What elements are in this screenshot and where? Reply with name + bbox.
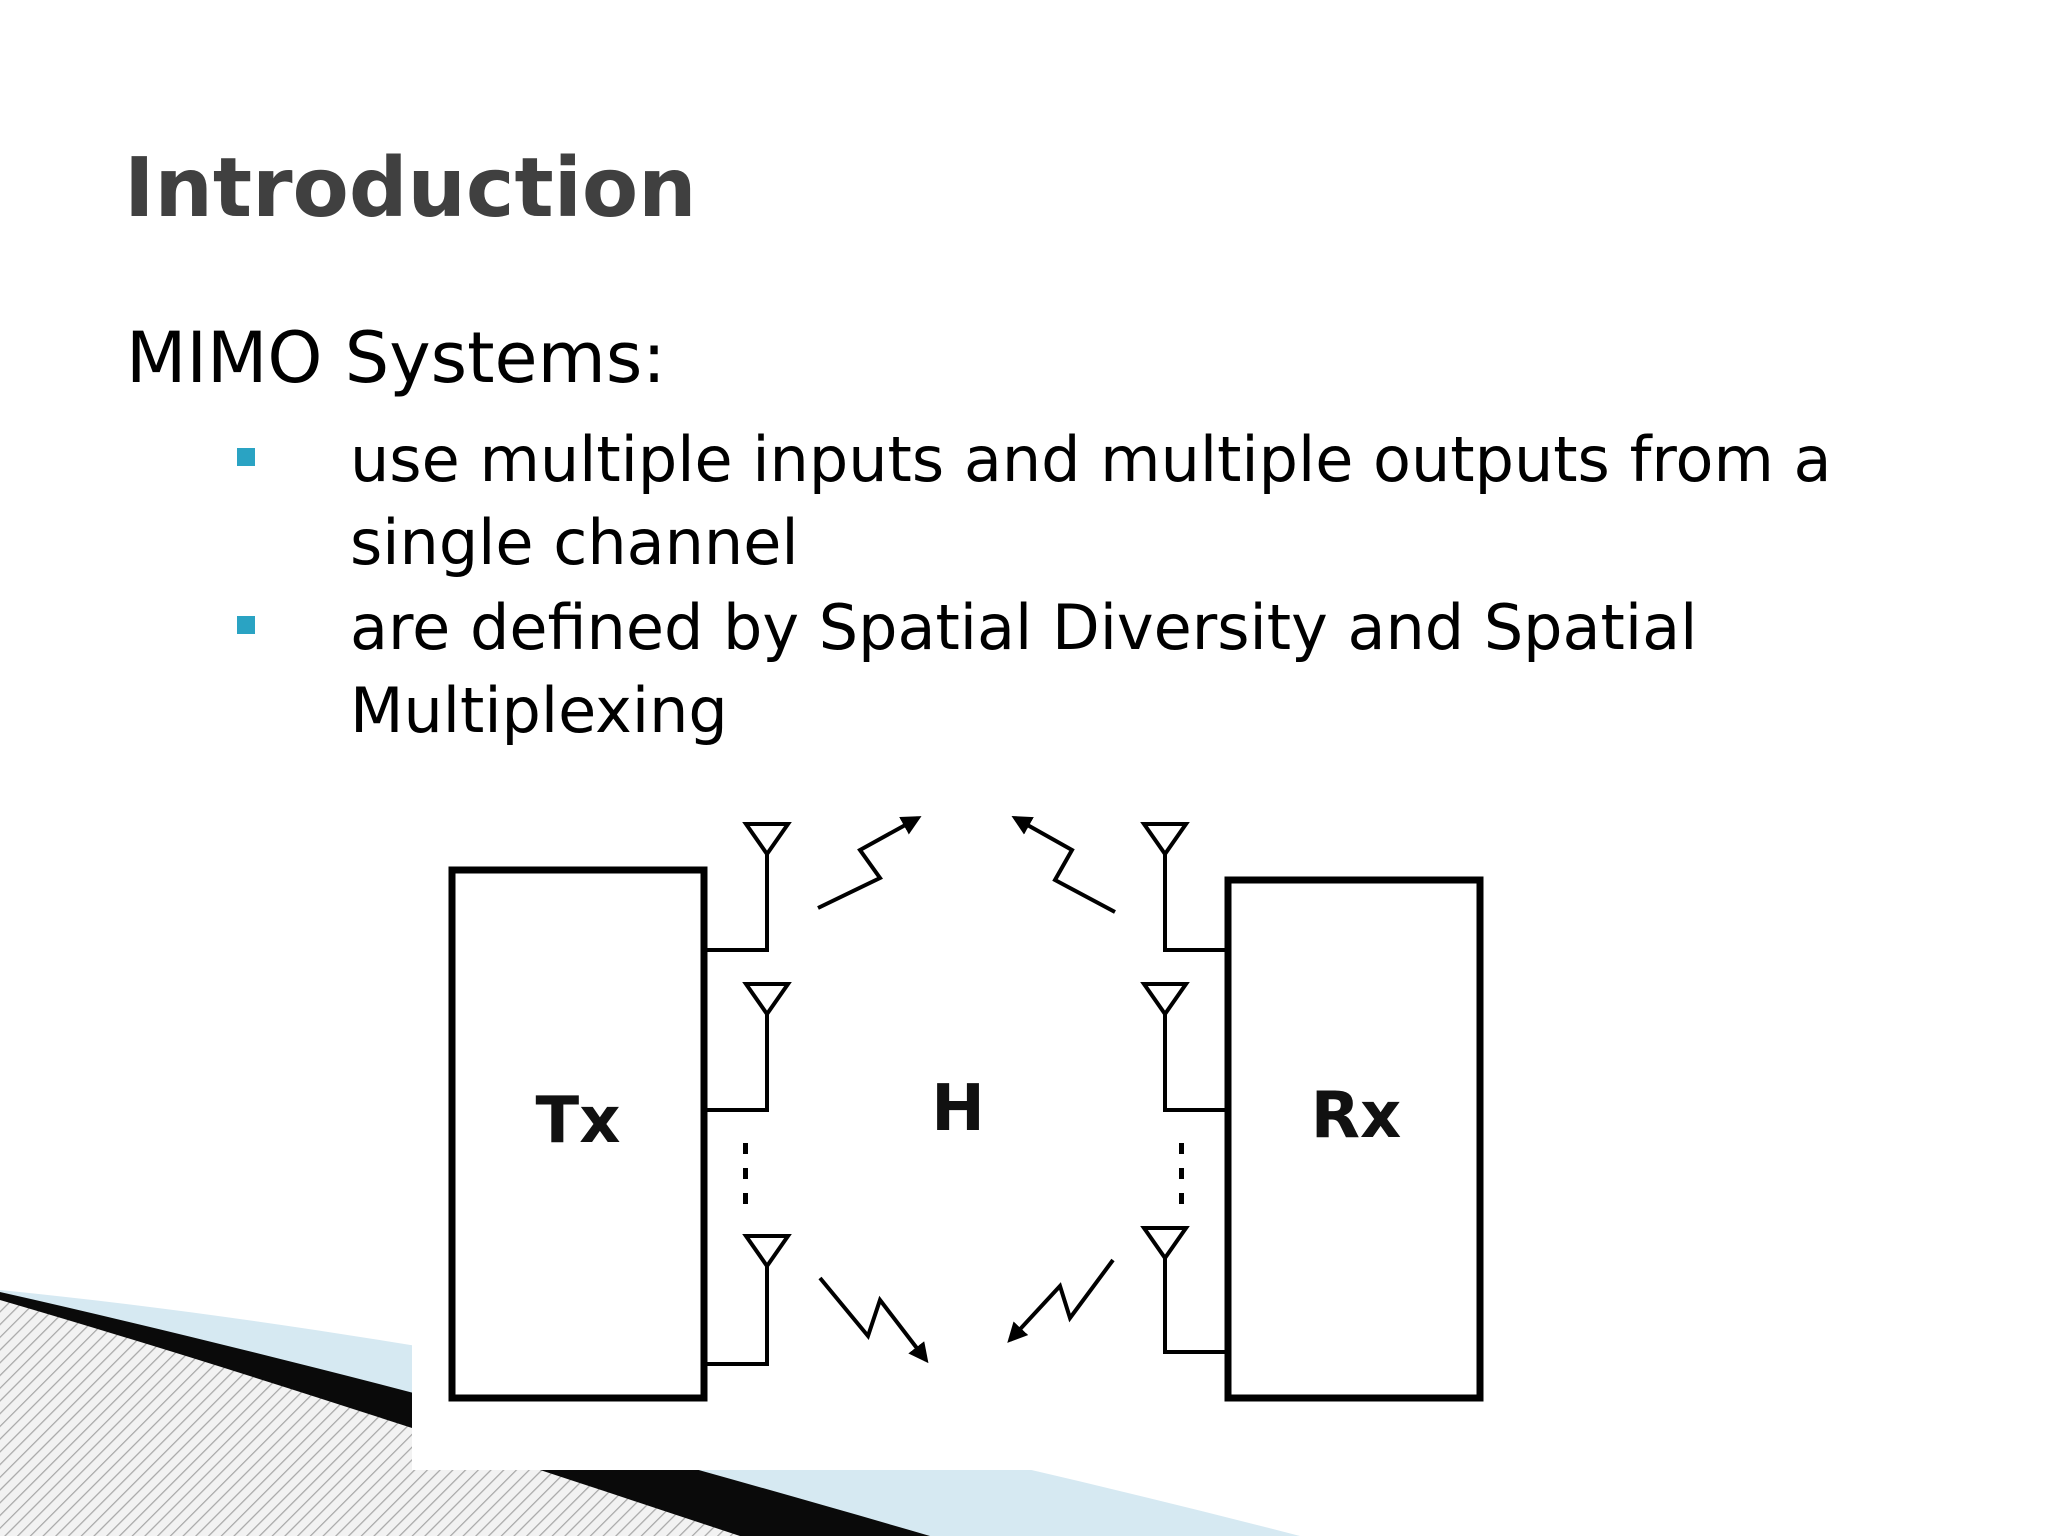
square-bullet-icon [237,616,255,634]
section-heading: MIMO Systems: [126,317,666,399]
signal-arrow-icon [1007,1258,1115,1343]
transmitter-label: Tx [536,1084,621,1158]
signal-arrow-icon [817,816,922,910]
transmit-antenna [704,822,792,952]
transmit-antenna [704,982,792,1112]
signal-arrow-icon [818,1276,929,1364]
transmitter-box [448,866,708,1402]
square-bullet-icon [237,448,255,466]
receiver-box [1224,876,1484,1402]
wave-hatched-band [0,1300,740,1536]
diagram-backdrop [412,790,1552,1470]
bullet-text: are defined by Spatial Diversity and Spa… [350,591,1698,747]
receive-antenna [1140,822,1228,952]
bullet-item: are defined by Spatial Diversity and Spa… [234,586,1934,752]
bullet-text: use multiple inputs and multiple outputs… [350,423,1832,579]
vertical-ellipsis-icon [743,1143,748,1204]
transmit-antenna [704,1234,792,1366]
bullet-list: use multiple inputs and multiple outputs… [234,418,1934,754]
channel-label: H [931,1072,985,1146]
signal-arrow-icon [1011,816,1116,914]
receive-antenna [1140,982,1228,1112]
vertical-ellipsis-icon [1179,1143,1184,1204]
slide-title: Introduction [124,141,697,236]
mimo-diagram: Tx Rx H [448,816,1484,1402]
receiver-label: Rx [1311,1079,1402,1153]
bullet-item: use multiple inputs and multiple outputs… [234,418,1934,584]
receive-antenna [1140,1226,1228,1354]
